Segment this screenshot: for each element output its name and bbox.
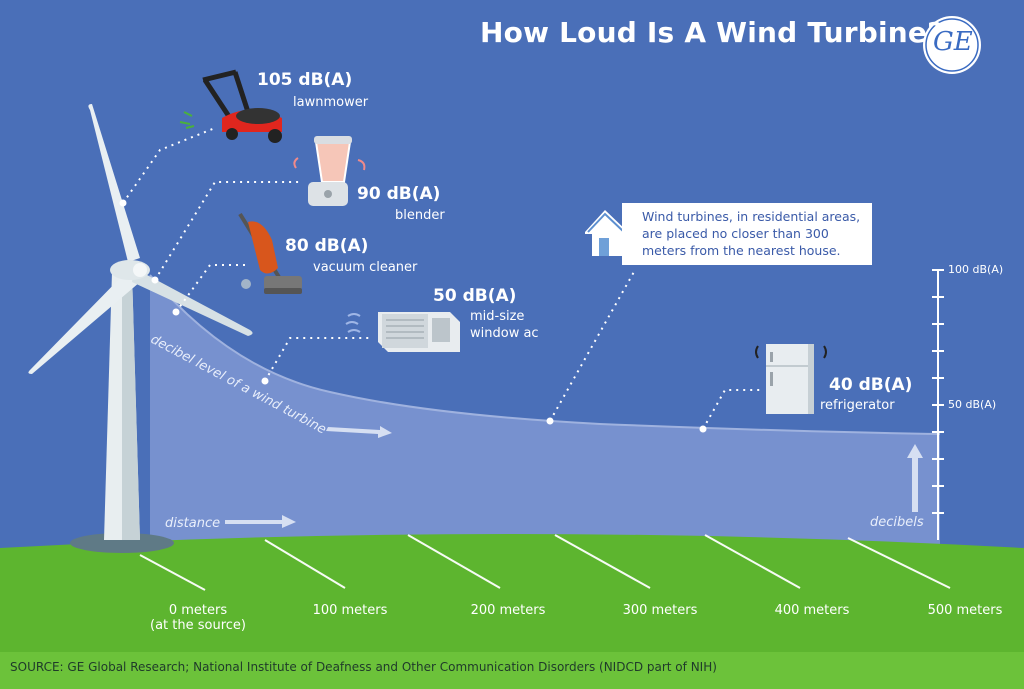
distance-500: 500 meters [927,603,1003,618]
refrigerator-icon [755,344,827,414]
source-citation: SOURCE: GE Global Research; National Ins… [10,660,717,674]
ge-logo-text: GE [933,27,973,57]
distance-400: 400 meters [774,603,850,618]
vacuum-level: 80 dB(A) [285,236,369,256]
ge-logo [923,16,981,74]
window-ac-label-2: window ac [470,326,539,341]
vacuum-label: vacuum cleaner [313,260,418,275]
distance-0-line2: (at the source) [150,618,246,633]
decibel-curve-band [150,275,940,545]
lawnmower-level: 105 dB(A) [257,70,353,90]
lawnmower-label: lawnmower [293,95,369,110]
vacuum-cleaner-icon [238,212,302,294]
distance-0: 0 meters (at the source) [148,603,248,633]
house-icon [585,210,628,256]
refrigerator-level: 40 dB(A) [829,375,913,395]
arrows [225,426,923,528]
distance-label: distance [165,516,221,531]
distance-200: 200 meters [470,603,546,618]
blender-level: 90 dB(A) [357,184,441,204]
blender-label: blender [395,208,445,223]
refrigerator-label: refrigerator [820,398,895,413]
window-ac-label-1: mid-size [470,309,525,324]
placement-note: Wind turbines, in residential areas, are… [622,203,872,265]
distance-300: 300 meters [622,603,698,618]
page-title: How Loud Is A Wind Turbine? [480,16,944,49]
grass [0,534,1024,689]
axis-label-100: 100 dB(A) [948,263,1004,276]
wind-turbine [28,104,253,553]
blender-icon [293,136,366,206]
lawnmower-icon [179,69,282,143]
decibel-axis [932,269,944,540]
window-ac-icon [345,312,460,352]
decibels-label: decibels [870,515,924,530]
axis-label-50: 50 dB(A) [948,398,997,411]
distance-0-line1: 0 meters [168,603,228,618]
distance-100: 100 meters [312,603,388,618]
window-ac-level: 50 dB(A) [433,286,517,306]
